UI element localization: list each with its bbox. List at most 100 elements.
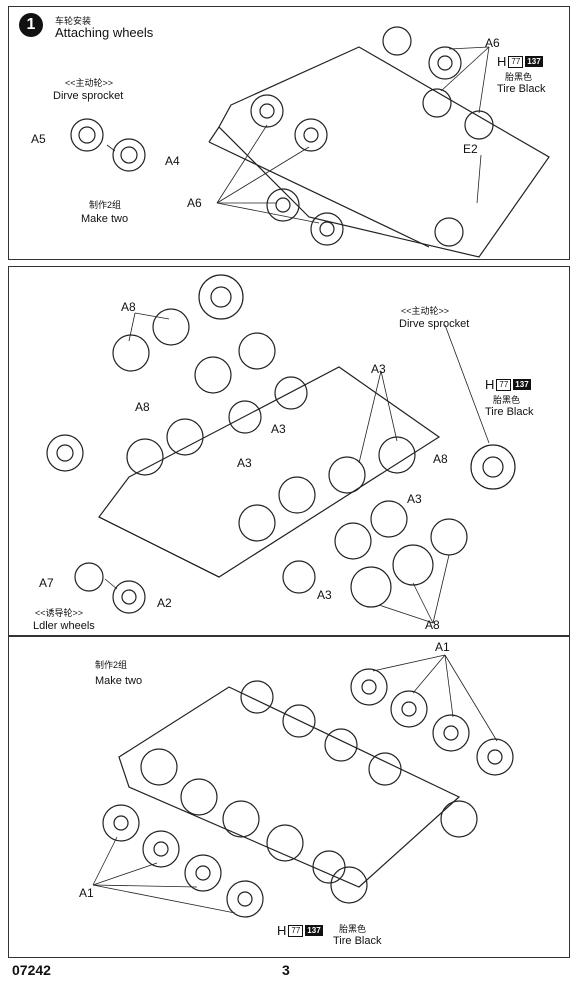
paint-code-tire-black: H 77 137 <box>277 923 323 938</box>
part-label-a8: A8 <box>425 618 440 632</box>
road-wheel <box>312 850 346 884</box>
road-wheel <box>180 778 218 816</box>
paint-name: Tire Black <box>497 83 546 95</box>
paint-name: Tire Black <box>485 406 534 418</box>
road-wheel <box>222 800 260 838</box>
road-wheel <box>194 356 232 394</box>
road-wheel <box>126 438 164 476</box>
road-wheel <box>152 308 190 346</box>
road-wheel <box>370 500 408 538</box>
paint-code-box: 77 <box>288 924 304 937</box>
paint-name-cn: 胎黑色 <box>339 924 367 934</box>
road-wheel <box>228 400 262 434</box>
drive-sprocket <box>330 866 368 904</box>
step-panel-wheels: 1 车轮安装 Attaching wheels <<主动轮>> Dirve sp… <box>8 6 570 260</box>
part-label-a1-top: A1 <box>435 640 450 654</box>
road-wheel-part-a1 <box>102 804 140 842</box>
idler-part-a7 <box>74 562 104 592</box>
sprocket-part-a5 <box>70 118 104 152</box>
road-wheel <box>378 436 416 474</box>
part-label-e2: E2 <box>463 142 478 156</box>
road-wheel-part-a1 <box>476 738 514 776</box>
road-wheel <box>392 544 434 586</box>
road-wheel <box>266 188 300 222</box>
road-wheel <box>294 118 328 152</box>
sprocket-label-cn: <<主动轮>> <box>65 78 114 88</box>
drive-sprocket <box>434 217 464 247</box>
road-wheel-part-a1 <box>226 880 264 918</box>
part-label-a8: A8 <box>135 400 150 414</box>
road-wheel <box>464 110 494 140</box>
paint-code-box-dark: 137 <box>305 925 323 936</box>
road-wheel <box>238 504 276 542</box>
road-wheel <box>334 522 372 560</box>
road-wheel <box>428 46 462 80</box>
road-wheel <box>250 94 284 128</box>
part-label-a3: A3 <box>407 492 422 506</box>
paint-h-letter: H <box>277 923 287 938</box>
road-wheel <box>328 456 366 494</box>
step-title-cn: 车轮安装 <box>55 16 92 26</box>
part-label-a3: A3 <box>317 588 332 602</box>
sprocket-label: Dirve sprocket <box>399 318 470 330</box>
road-wheel <box>266 824 304 862</box>
road-wheel <box>422 88 452 118</box>
hull-outline <box>98 366 441 578</box>
part-label-a2: A2 <box>157 596 172 610</box>
part-label-a5: A5 <box>31 132 46 146</box>
make-two-label: Make two <box>81 213 129 225</box>
make-two-label-cn: 制作2组 <box>89 200 122 210</box>
road-wheel-part-a1 <box>432 714 470 752</box>
hull-outline <box>118 686 461 888</box>
paint-name-cn: 胎黑色 <box>505 72 533 82</box>
paint-h-letter: H <box>497 54 507 69</box>
road-wheel <box>324 728 358 762</box>
paint-code-tire-black: H 77 137 <box>497 54 543 69</box>
idler-label-cn: <<诱导轮>> <box>35 608 84 618</box>
step-title: Attaching wheels <box>55 25 154 40</box>
paint-h-letter: H <box>485 377 495 392</box>
road-wheel <box>350 566 392 608</box>
drive-sprocket <box>470 444 516 490</box>
road-wheel-part-a1 <box>142 830 180 868</box>
part-label-a7: A7 <box>39 576 54 590</box>
part-label-a6-top: A6 <box>485 36 500 50</box>
road-wheel <box>282 704 316 738</box>
wheels-diagram-2 <box>46 274 516 624</box>
road-wheel <box>382 26 412 56</box>
road-wheel <box>166 418 204 456</box>
sprocket-part-a4 <box>112 138 146 172</box>
road-wheel <box>238 332 276 370</box>
step-number-badge: 1 <box>19 13 43 37</box>
road-wheel-part-a1 <box>350 668 388 706</box>
road-wheel-part-a1 <box>184 854 222 892</box>
road-wheel <box>240 680 274 714</box>
step-panel-sprocket-idler: A8 A8 A8 A8 A3 A3 A3 A3 A3 <<主动轮>> Dirve… <box>8 266 570 636</box>
road-wheel <box>140 748 178 786</box>
part-label-a3: A3 <box>371 362 386 376</box>
road-wheel <box>274 376 308 410</box>
paint-code-box-dark: 137 <box>513 379 531 390</box>
road-wheel <box>430 518 468 556</box>
part-label-a1-left: A1 <box>79 886 94 900</box>
part-label-a4: A4 <box>165 154 180 168</box>
part-label-a3: A3 <box>271 422 286 436</box>
sprocket-label: Dirve sprocket <box>53 90 124 102</box>
drive-sprocket <box>198 274 244 320</box>
part-label-a8: A8 <box>121 300 136 314</box>
kit-number: 07242 <box>12 962 51 978</box>
paint-code-box: 77 <box>496 378 512 391</box>
part-label-a8: A8 <box>433 452 448 466</box>
idler-wheel <box>46 434 84 472</box>
part-label-a6-left: A6 <box>187 196 202 210</box>
paint-code-box-dark: 137 <box>525 56 543 67</box>
part-label-a3: A3 <box>237 456 252 470</box>
wheels-diagram-1 <box>70 26 550 258</box>
idler-part-a2 <box>112 580 146 614</box>
road-wheel <box>112 334 150 372</box>
paint-code-box: 77 <box>508 55 524 68</box>
idler-label: Ldler wheels <box>33 620 95 632</box>
paint-code-tire-black: H 77 137 <box>485 377 531 392</box>
road-wheel <box>282 560 316 594</box>
road-wheel <box>310 212 344 246</box>
